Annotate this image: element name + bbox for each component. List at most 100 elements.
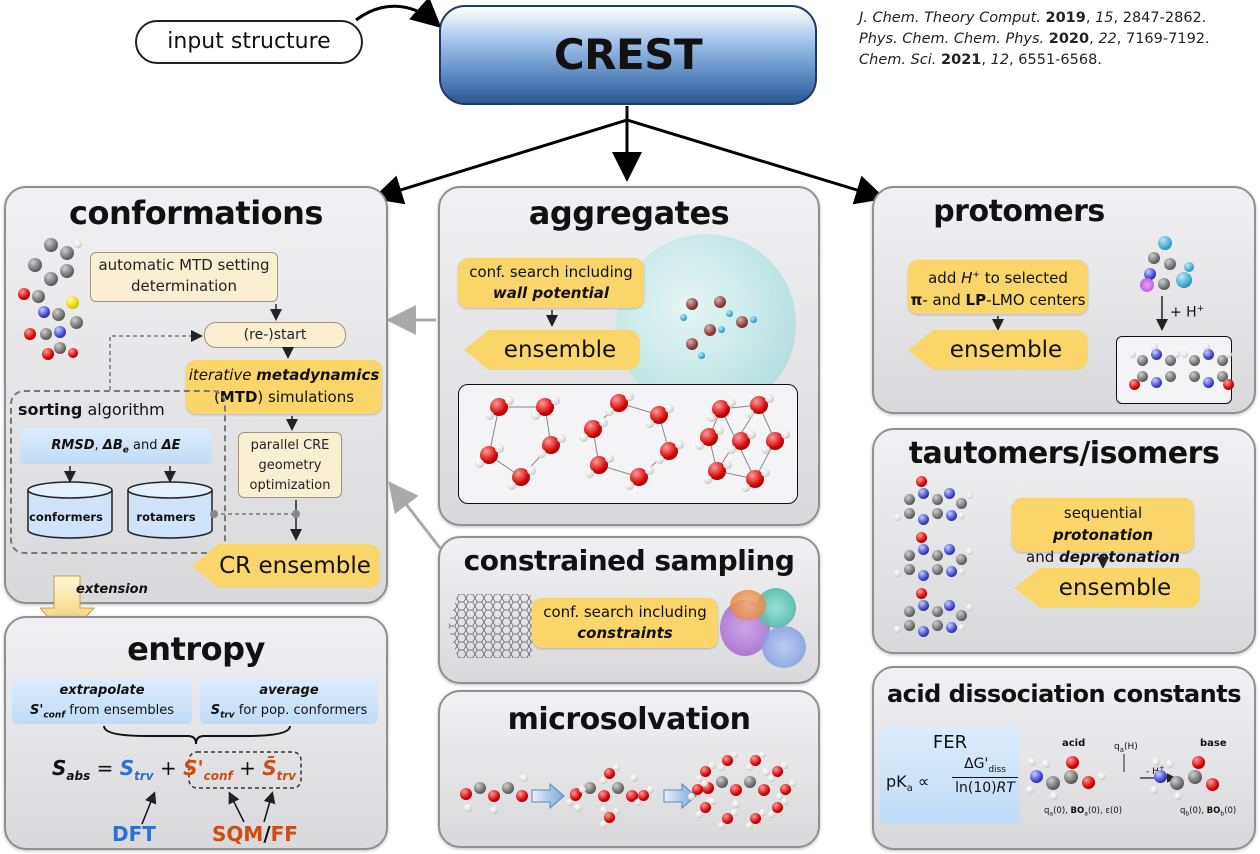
atom-sphere — [1030, 770, 1043, 783]
atom-sphere — [918, 488, 929, 499]
atom-sphere — [696, 775, 704, 783]
atom-sphere — [716, 776, 728, 788]
constrained-sampling-title: constrained sampling — [463, 544, 795, 577]
atom-sphere — [1174, 792, 1182, 800]
atom-sphere — [1192, 756, 1205, 769]
atom-sphere — [590, 456, 608, 474]
atom-sphere — [625, 481, 634, 490]
atom-sphere — [918, 544, 929, 555]
atom-sphere — [932, 494, 943, 505]
atom-sphere — [650, 406, 668, 424]
acid-dissociation-title: acid dissociation constants — [886, 680, 1242, 708]
parallel-cre-label: parallel CRE geometry optimization — [249, 438, 331, 493]
entropy-title: entropy — [127, 630, 265, 668]
protomers-ensemble-label: ensemble — [949, 337, 1063, 363]
atom-sphere — [1129, 379, 1140, 390]
atom-sphere — [490, 398, 508, 416]
atom-sphere — [542, 436, 560, 454]
atom-sphere — [600, 777, 607, 784]
atom-sphere — [1082, 776, 1095, 789]
atom-sphere — [731, 751, 739, 759]
atom-sphere — [1066, 756, 1079, 769]
atom-sphere — [707, 413, 716, 422]
atom-sphere — [645, 419, 654, 428]
atom-sphere — [1064, 770, 1078, 784]
atom-sphere — [741, 483, 750, 492]
atom-sphere — [579, 786, 586, 793]
atom-sphere — [490, 806, 498, 814]
auto-mtd-label: automatic MTD setting determination — [98, 256, 270, 295]
atom-sphere — [722, 812, 734, 824]
atom-sphere — [762, 768, 770, 776]
aggregates-title: aggregates — [528, 194, 730, 232]
atom-sphere — [1046, 776, 1060, 790]
water-clusters-box — [458, 384, 798, 504]
atom-sphere — [464, 804, 472, 812]
atom-sphere — [613, 764, 620, 771]
atom-sphere — [600, 806, 608, 814]
atom-sphere — [732, 800, 740, 808]
atom-sphere — [630, 468, 648, 486]
atom-sphere — [723, 460, 732, 469]
atom-sphere — [1225, 351, 1232, 358]
fer-box: FER pKa ∝ ΔG'diss ln(10)RT — [880, 726, 1020, 824]
glycine-base — [1150, 756, 1248, 806]
atom-sphere — [665, 404, 674, 413]
atom-sphere — [600, 821, 607, 828]
atom-sphere — [557, 434, 566, 443]
entropy-panel: entropy extrapolate S'conf from ensemble… — [4, 616, 388, 850]
atom-sphere — [502, 782, 514, 794]
atom-sphere — [520, 774, 528, 782]
atom-sphere — [700, 428, 718, 446]
atom-sphere — [688, 793, 695, 800]
atom-sphere — [776, 793, 783, 800]
atom-sphere — [1129, 351, 1136, 358]
atom-sphere — [675, 440, 684, 449]
cytosine-lmo-molecule — [1136, 232, 1204, 294]
atom-sphere — [531, 411, 540, 420]
pka-expression: pKa ∝ — [886, 772, 930, 795]
atom-sphere — [605, 407, 614, 416]
atom-sphere — [495, 444, 504, 453]
atom-sphere — [1050, 792, 1058, 800]
crest-box: CREST — [439, 5, 817, 105]
microsolvation-title: microsolvation — [507, 702, 751, 737]
atom-sphere — [655, 455, 664, 464]
citation-1: J. Chem. Theory Comput. 2019, 15, 2847-2… — [859, 10, 1207, 26]
atom-sphere — [761, 445, 770, 454]
atom-sphere — [780, 784, 791, 795]
atom-sphere — [918, 570, 929, 581]
atom-sphere — [904, 508, 915, 519]
atom-sphere — [781, 430, 790, 439]
atom-sphere — [709, 762, 717, 770]
eq-strv: S — [119, 756, 135, 780]
atom-sphere — [692, 784, 703, 795]
protomers-ensemble-box: ensemble — [908, 330, 1088, 370]
atom-sphere — [1189, 355, 1200, 366]
atom-sphere — [771, 801, 783, 813]
atom-sphere — [956, 554, 967, 565]
atom-sphere — [966, 492, 973, 499]
atom-sphere — [585, 469, 594, 478]
atom-sphere — [771, 766, 783, 778]
atom-sphere — [579, 433, 588, 442]
auto-mtd-box: automatic MTD setting determination — [90, 252, 278, 302]
base-label: base — [1200, 738, 1227, 749]
atom-sphere — [638, 790, 649, 801]
atom-sphere — [904, 550, 915, 561]
atom-sphere — [1026, 786, 1034, 794]
atom-sphere — [932, 620, 943, 631]
atom-sphere — [932, 606, 943, 617]
constraints-text: constraints — [577, 624, 673, 642]
tautomers-flow — [1097, 554, 1109, 569]
atom-sphere — [1137, 371, 1148, 382]
atom-sphere — [660, 442, 678, 460]
average-box: average Strv for pop. conformers — [200, 678, 378, 724]
atom-sphere — [700, 801, 712, 813]
atom-sphere — [512, 468, 530, 486]
iterative-mtd-box: iterative metadynamics (MTD) simulations — [186, 360, 382, 414]
atom-sphere — [604, 812, 615, 823]
atom-sphere — [507, 481, 516, 490]
atom-sphere — [1217, 371, 1228, 382]
atom-sphere — [1181, 351, 1188, 358]
